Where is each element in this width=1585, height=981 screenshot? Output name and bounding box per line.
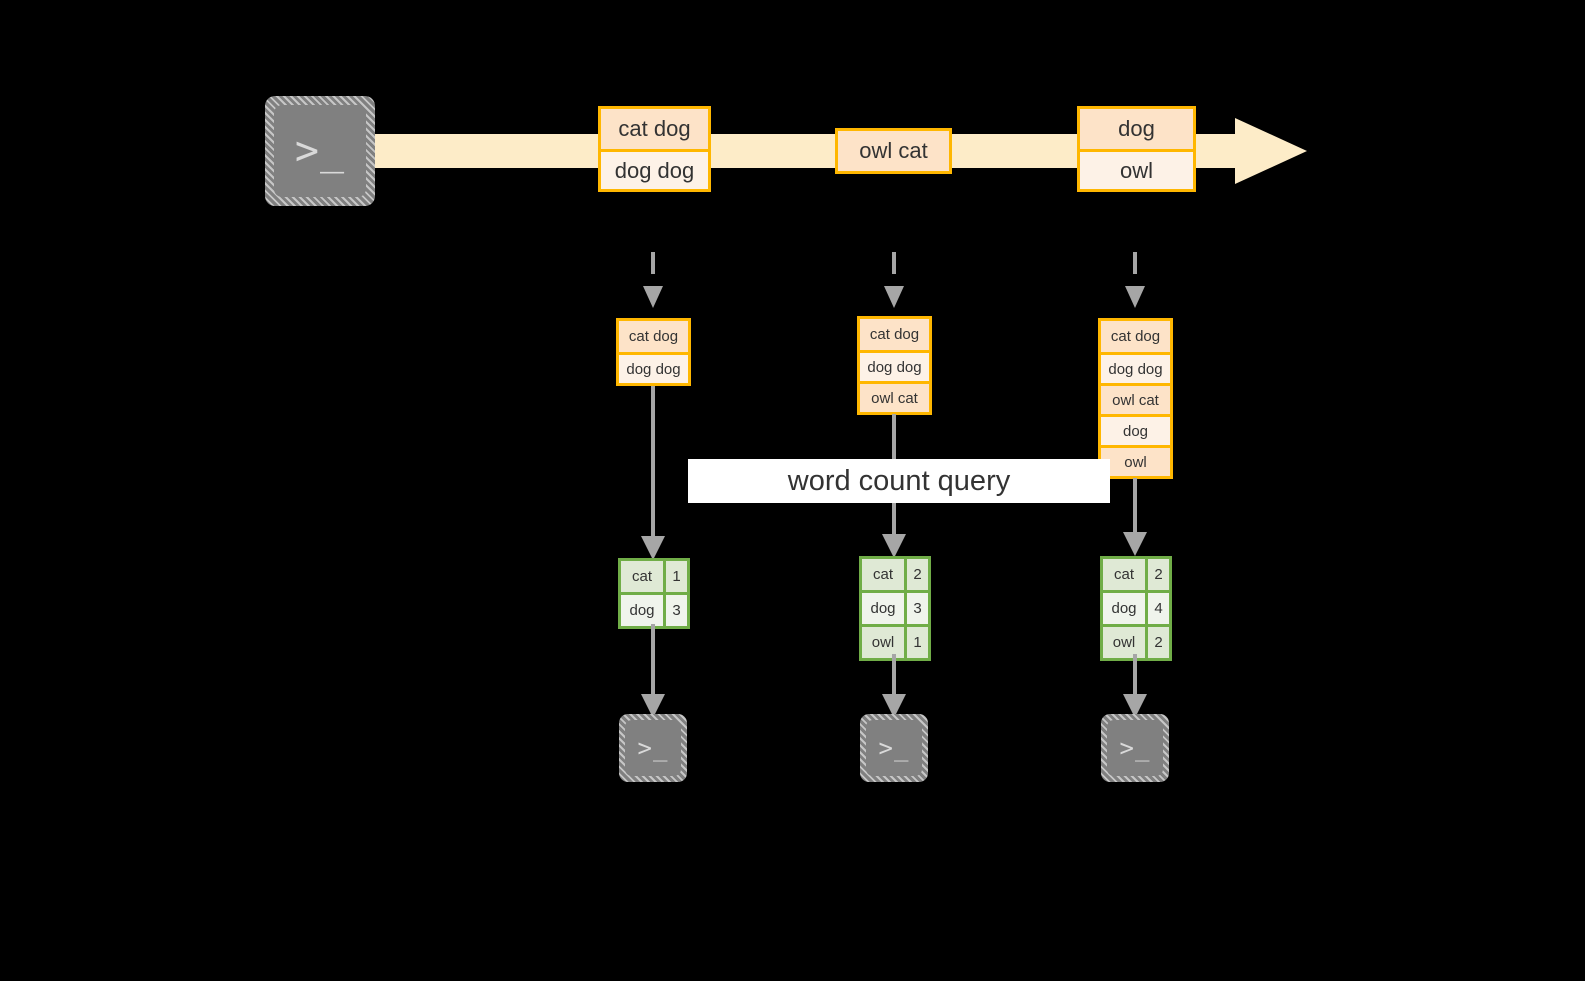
result-row: cat 2 bbox=[862, 559, 928, 590]
snapshot-2-dashed-arrow bbox=[884, 252, 904, 308]
record-row: owl bbox=[1101, 445, 1170, 476]
record-row: cat dog bbox=[1101, 321, 1170, 352]
record-row: cat dog bbox=[860, 319, 929, 350]
snapshot-1-dashed-arrow bbox=[643, 252, 663, 308]
snapshot-2-output-arrow bbox=[882, 654, 906, 718]
snapshot-3-query-arrow bbox=[1123, 478, 1147, 556]
result-count: 1 bbox=[663, 561, 687, 592]
result-word: cat bbox=[862, 559, 904, 590]
result-word: cat bbox=[1103, 559, 1145, 590]
result-row: owl 2 bbox=[1103, 624, 1169, 658]
snapshot-3-records: cat dog dog dog owl cat dog owl bbox=[1098, 318, 1173, 479]
snapshot-2-result-table: cat 2 dog 3 owl 1 bbox=[859, 556, 931, 661]
snapshot-2-records: cat dog dog dog owl cat bbox=[857, 316, 932, 415]
stream-event-1: cat dog dog dog bbox=[598, 106, 711, 192]
record-row: owl cat bbox=[1101, 383, 1170, 414]
terminal-prompt-glyph: >_ bbox=[637, 734, 669, 762]
snapshot-1-query-arrow bbox=[641, 386, 665, 560]
result-word: owl bbox=[1103, 627, 1145, 658]
snapshot-3-result-table: cat 2 dog 4 owl 2 bbox=[1100, 556, 1172, 661]
stream-event-3: dog owl bbox=[1077, 106, 1196, 192]
snapshot-1-records: cat dog dog dog bbox=[616, 318, 691, 386]
query-label-text: word count query bbox=[787, 464, 1011, 497]
terminal-screen bbox=[274, 105, 366, 197]
terminal-screen bbox=[1107, 720, 1163, 776]
result-count: 2 bbox=[904, 559, 928, 590]
stream-event-line: dog bbox=[1080, 109, 1193, 149]
record-row: owl cat bbox=[860, 381, 929, 412]
snapshot-3-sink-terminal-icon: >_ bbox=[1101, 714, 1169, 782]
result-word: dog bbox=[1103, 593, 1145, 624]
stream-event-line: cat dog bbox=[601, 109, 708, 149]
snapshot-1-sink-terminal-icon: >_ bbox=[619, 714, 687, 782]
result-word: owl bbox=[862, 627, 904, 658]
snapshot-3-output-arrow bbox=[1123, 654, 1147, 718]
terminal-screen bbox=[625, 720, 681, 776]
result-count: 2 bbox=[1145, 627, 1169, 658]
result-word: cat bbox=[621, 561, 663, 592]
snapshot-3-dashed-arrow bbox=[1125, 252, 1145, 308]
source-terminal-icon: >_ bbox=[265, 96, 375, 206]
result-count: 3 bbox=[663, 595, 687, 626]
terminal-prompt-glyph: >_ bbox=[294, 128, 346, 174]
terminal-prompt-glyph: >_ bbox=[1119, 734, 1151, 762]
snapshot-1-output-arrow bbox=[641, 624, 665, 718]
stream-event-line: owl bbox=[1080, 149, 1193, 189]
terminal-screen bbox=[866, 720, 922, 776]
result-count: 4 bbox=[1145, 593, 1169, 624]
result-count: 3 bbox=[904, 593, 928, 624]
record-row: dog dog bbox=[619, 352, 688, 383]
record-row: dog dog bbox=[1101, 352, 1170, 383]
record-row: dog dog bbox=[860, 350, 929, 381]
result-row: dog 3 bbox=[862, 590, 928, 624]
result-row: owl 1 bbox=[862, 624, 928, 658]
snapshot-1-result-table: cat 1 dog 3 bbox=[618, 558, 690, 629]
result-row: cat 1 bbox=[621, 561, 687, 592]
result-word: dog bbox=[862, 593, 904, 624]
stream-event-line: dog dog bbox=[601, 149, 708, 189]
snapshot-2-sink-terminal-icon: >_ bbox=[860, 714, 928, 782]
terminal-prompt-glyph: >_ bbox=[878, 734, 910, 762]
result-row: dog 3 bbox=[621, 592, 687, 626]
result-count: 2 bbox=[1145, 559, 1169, 590]
word-count-query-label: word count query bbox=[688, 459, 1110, 503]
stream-event-2: owl cat bbox=[835, 128, 952, 174]
stream-event-line: owl cat bbox=[838, 131, 949, 171]
result-word: dog bbox=[621, 595, 663, 626]
result-row: dog 4 bbox=[1103, 590, 1169, 624]
result-row: cat 2 bbox=[1103, 559, 1169, 590]
record-row: cat dog bbox=[619, 321, 688, 352]
record-row: dog bbox=[1101, 414, 1170, 445]
result-count: 1 bbox=[904, 627, 928, 658]
